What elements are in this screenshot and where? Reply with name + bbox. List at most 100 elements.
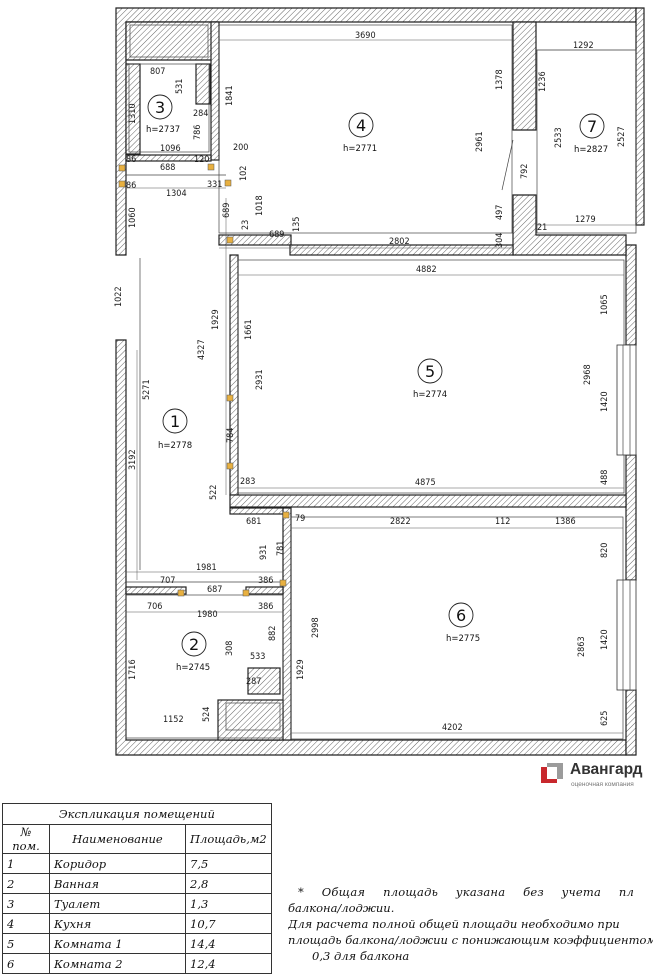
note-line-4: площадь балкона/лоджии с понижающим коэф…	[288, 933, 653, 947]
dim-284: 284	[193, 109, 208, 119]
dim-1841: 1841	[225, 85, 235, 106]
dimension-labels-vertical: 531 1841 1310 786 102 1060 689 1018 23 1…	[114, 69, 627, 726]
dim-931: 931	[259, 545, 269, 560]
dim-882: 882	[268, 626, 278, 641]
row-area: 12,4	[185, 953, 272, 974]
dim-2863: 2863	[577, 636, 587, 657]
dim-488: 488	[600, 470, 610, 485]
dim-1386: 1386	[555, 517, 576, 527]
room-labels: 3 h=2737 4 h=2771 7 h=2827 5 h=2774 1 h=…	[146, 94, 608, 673]
dim-1420a: 1420	[600, 391, 610, 412]
dim-79: 79	[295, 514, 305, 524]
row-number: 3	[2, 893, 50, 914]
company-logo: Авангард оценочная компания	[541, 760, 653, 790]
dim-807: 807	[150, 67, 165, 77]
dim-1420b: 1420	[600, 629, 610, 650]
dim-2931: 2931	[255, 369, 265, 390]
dim-23: 23	[241, 220, 251, 230]
windows	[616, 344, 637, 691]
dim-4202: 4202	[442, 723, 463, 733]
dim-681: 681	[246, 517, 261, 527]
row-number: 6	[2, 953, 50, 974]
dim-689a: 689	[222, 203, 232, 218]
note-line-3: Для расчета полной общей площади необход…	[288, 917, 620, 931]
table-caption: Экспликация помещений	[2, 803, 272, 825]
table-row: 5 Комната 1 14,4	[2, 933, 272, 954]
dim-2998: 2998	[311, 617, 321, 638]
dim-689b: 689	[269, 230, 284, 240]
dim-533: 533	[250, 652, 265, 662]
dim-283: 283	[240, 477, 255, 487]
dim-706: 706	[147, 602, 162, 612]
logo-mark-icon	[541, 763, 563, 783]
explication-table: Экспликация помещений № пом. Наименовани…	[2, 803, 272, 974]
dim-4882: 4882	[416, 265, 437, 275]
dim-625: 625	[600, 711, 610, 726]
room-3-number: 3	[155, 98, 165, 117]
dim-2968: 2968	[583, 364, 593, 385]
dim-1981: 1981	[196, 563, 217, 573]
row-number: 2	[2, 873, 50, 894]
dim-784: 784	[226, 428, 236, 443]
row-number: 4	[2, 913, 50, 934]
dim-1310: 1310	[128, 103, 138, 124]
dim-1292: 1292	[573, 41, 594, 51]
row-name: Комната 2	[49, 953, 186, 974]
dim-1022: 1022	[114, 286, 124, 307]
dim-86a: 86	[126, 155, 136, 165]
note-line-5: 0,3 для балкона	[312, 949, 410, 963]
room-2-height: h=2745	[176, 663, 210, 673]
dim-86b: 86	[126, 181, 136, 191]
row-area: 1,3	[185, 893, 272, 914]
dim-522: 522	[209, 485, 219, 500]
dim-2961: 2961	[475, 131, 485, 152]
dim-1304: 1304	[166, 189, 187, 199]
dim-1716: 1716	[128, 659, 138, 680]
room-5-number: 5	[425, 362, 435, 381]
dim-1279: 1279	[575, 215, 596, 225]
dim-102: 102	[239, 166, 249, 181]
dim-687: 687	[207, 585, 222, 595]
row-number: 1	[2, 853, 50, 874]
dim-781: 781	[276, 541, 286, 556]
dim-308: 308	[225, 641, 235, 656]
logo-subtitle: оценочная компания	[571, 781, 634, 788]
dim-304: 304	[495, 233, 505, 248]
row-name: Ванная	[49, 873, 186, 894]
row-area: 7,5	[185, 853, 272, 874]
dim-792: 792	[520, 164, 530, 179]
door-markers	[118, 163, 290, 597]
header-number: № пом.	[2, 824, 50, 854]
dim-2822: 2822	[390, 517, 411, 527]
dim-688: 688	[160, 163, 175, 173]
note-line-2: балкона/лоджии.	[288, 901, 395, 915]
row-area: 10,7	[185, 913, 272, 934]
dim-497: 497	[495, 205, 505, 220]
dim-1060: 1060	[128, 207, 138, 228]
room-4-height: h=2771	[343, 144, 377, 154]
dim-1096: 1096	[160, 144, 181, 154]
dim-1018: 1018	[255, 195, 265, 216]
room-7-number: 7	[587, 117, 597, 136]
dim-386a: 386	[258, 576, 273, 586]
dim-3690: 3690	[355, 31, 376, 41]
table-row: 4 Кухня 10,7	[2, 913, 272, 934]
dim-1065: 1065	[600, 294, 610, 315]
dim-1236: 1236	[538, 71, 548, 92]
dimension-lines	[126, 39, 636, 734]
dim-2802: 2802	[389, 237, 410, 247]
table-row: 1 Коридор 7,5	[2, 853, 272, 874]
row-name: Комната 1	[49, 933, 186, 954]
dim-5271: 5271	[142, 379, 152, 400]
dim-120: 120	[194, 155, 209, 165]
room-3-height: h=2737	[146, 125, 180, 135]
dim-786: 786	[193, 125, 203, 140]
dim-2533: 2533	[554, 127, 564, 148]
table-row: 6 Комната 2 12,4	[2, 953, 272, 974]
header-name: Наименование	[49, 824, 186, 854]
room-1-number: 1	[170, 412, 180, 431]
logo-name: Авангард	[570, 761, 643, 778]
table-row: 3 Туалет 1,3	[2, 893, 272, 914]
room-1-height: h=2778	[158, 441, 192, 451]
